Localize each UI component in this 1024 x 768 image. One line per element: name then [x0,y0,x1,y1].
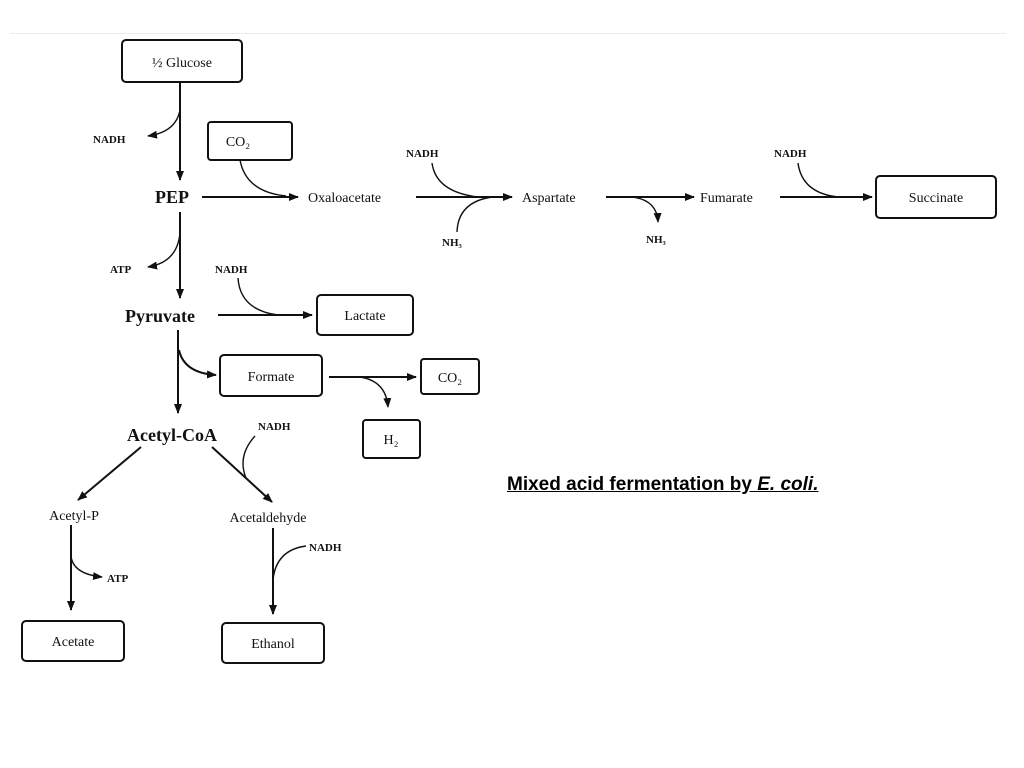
co2-input-label: CO₂ [226,135,250,150]
formate-label: Formate [248,370,295,385]
acetate-box [21,620,125,662]
pyruvate-label: Pyruvate [125,306,195,326]
oxaloacetate-label: Oxaloacetate [308,191,381,206]
nadh-aspartate-label: NADH [406,148,439,160]
nh3-in-label: NH₃ [442,237,463,249]
top-divider [10,33,1006,34]
succinate-label: Succinate [909,191,963,206]
succinate-box [875,175,997,219]
nadh-acetaldehyde-label: NADH [258,421,291,433]
glucose-label: ½ Glucose [152,56,212,71]
co2-output-label: CO₂ [438,371,462,386]
nadh-lactate-label: NADH [215,264,248,276]
formate-box [219,354,323,397]
acetyl-p-label: Acetyl-P [49,509,99,524]
atp-acetate-label: ATP [107,573,128,585]
nadh-glucose-label: NADH [93,134,126,146]
nh3-in-curve [456,196,493,233]
caption-organism: E. coli. [757,474,819,495]
lactate-label: Lactate [344,309,385,324]
nadh-ethanol-curve [272,545,307,581]
co2-join-curve [239,159,287,197]
nadh-lactate-curve [237,277,279,316]
nadh-aspartate-curve [431,162,479,198]
nadh-succinate-curve [797,162,839,198]
acetylcoa-to-acetaldehyde-arrow [211,446,273,503]
nadh-succinate-label: NADH [774,148,807,160]
atp-pep-label: ATP [110,264,131,276]
nh3-out-label: NH₃ [646,234,667,246]
h2-box [362,419,421,459]
acetaldehyde-label: Acetaldehyde [230,511,307,526]
h2-label: H₂ [384,433,399,448]
formate-to-h2-curve [359,376,392,408]
glucose-box [121,39,243,83]
pep-label: PEP [155,187,189,207]
atp-pep-curve [147,231,181,270]
nadh-acetaldehyde-curve [242,435,256,479]
pyruvate-to-formate-arrow [178,349,217,379]
ethanol-label: Ethanol [251,637,295,652]
slide-caption: Mixed acid fermentation by E. coli. [507,474,818,496]
acetyl-coa-label: Acetyl-CoA [127,425,217,445]
co2-output-box [420,358,480,395]
atp-acetate-curve [70,555,103,581]
acetate-label: Acetate [52,635,95,650]
aspartate-label: Aspartate [522,191,576,206]
nadh-glucose-curve [147,109,181,139]
nadh-ethanol-label: NADH [309,542,342,554]
caption-prefix: Mixed acid fermentation by [507,474,758,495]
co2-input-box [207,121,293,161]
nh3-out-curve [631,196,662,223]
lactate-box [316,294,414,336]
ethanol-box [221,622,325,664]
acetylcoa-to-acetylp-arrow [77,446,142,501]
fumarate-label: Fumarate [700,191,753,206]
